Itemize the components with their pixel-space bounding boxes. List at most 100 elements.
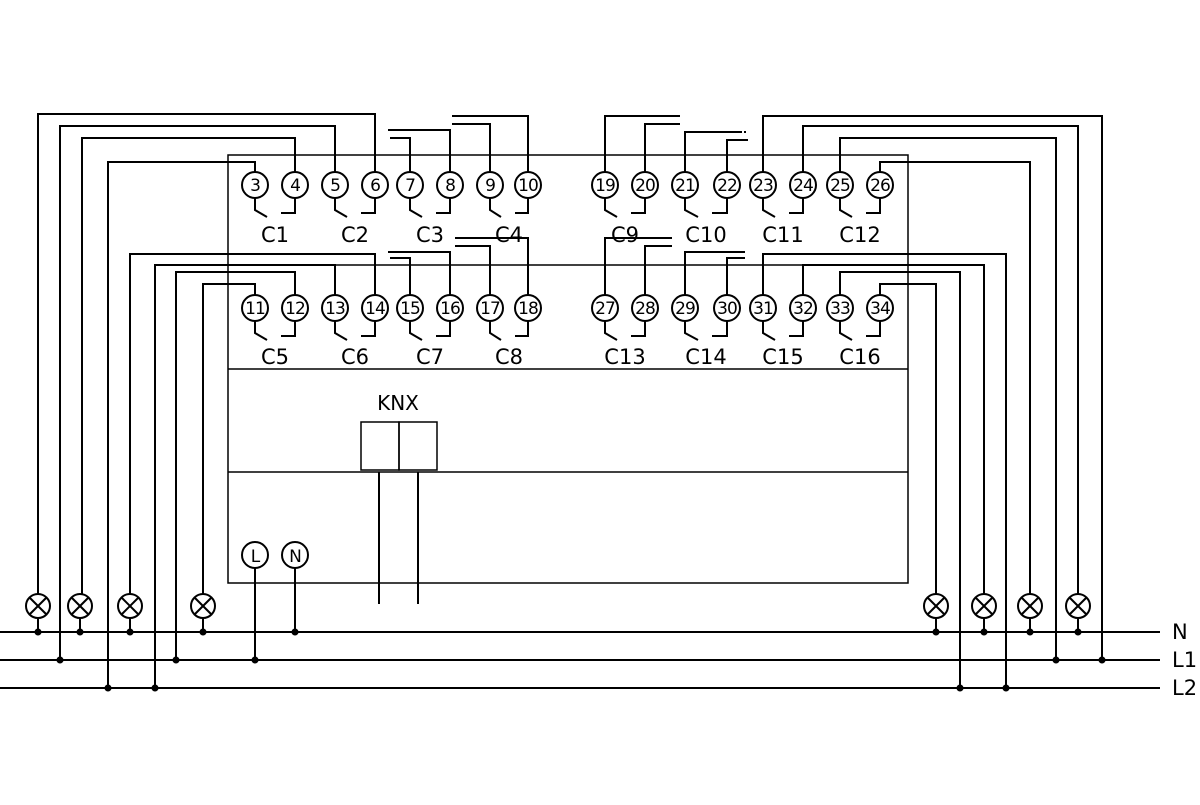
terminal-15: 15 — [396, 294, 424, 322]
terminal-25: 25 — [826, 171, 854, 199]
supply-terminal-label: L — [251, 547, 261, 567]
terminal-label: 33 — [830, 299, 850, 319]
terminal-label: 21 — [675, 176, 695, 196]
contact-fixed — [361, 198, 376, 214]
contact-fixed — [281, 198, 296, 214]
wire-t33 — [839, 271, 961, 688]
contact-switch — [604, 198, 618, 218]
channel-label: C6 — [341, 345, 369, 369]
channel-label: C16 — [839, 345, 880, 369]
terminal-label: 10 — [518, 176, 538, 196]
contact-switch — [684, 321, 699, 341]
wire-t6 — [37, 113, 376, 594]
terminal-label: 25 — [830, 176, 850, 196]
bus-label-l2: L2 — [1172, 676, 1197, 700]
lamp-icon — [1017, 593, 1043, 619]
channel-label: C3 — [416, 223, 444, 247]
wire-t3 — [107, 161, 256, 688]
channel-label: C5 — [261, 345, 289, 369]
terminal-6: 6 — [361, 171, 389, 199]
lamp-icon — [190, 593, 216, 619]
contact-switch — [334, 321, 348, 341]
lamps — [25, 593, 1091, 619]
junction-dot — [1074, 628, 1082, 636]
terminal-32: 32 — [789, 294, 817, 322]
contact-fixed — [436, 198, 451, 214]
contact-fixed — [712, 321, 728, 337]
wire-t7 — [390, 137, 411, 172]
junction-dot — [151, 684, 159, 692]
device-housing — [227, 154, 909, 584]
contact-fixed — [361, 321, 376, 337]
lamp-icon — [25, 593, 51, 619]
lamp-icon — [923, 593, 949, 619]
wire-t27 — [604, 237, 672, 295]
terminal-4: 4 — [281, 171, 309, 199]
channel-label: C2 — [341, 223, 369, 247]
terminal-label: 29 — [675, 299, 695, 319]
terminal-27: 27 — [591, 294, 619, 322]
wire-t11 — [202, 283, 256, 594]
terminal-label: 13 — [325, 299, 345, 319]
contact-fixed — [631, 198, 646, 214]
contact-switch — [334, 198, 348, 218]
terminal-label: 30 — [717, 299, 737, 319]
contact-switch — [489, 321, 502, 341]
terminal-11: 11 — [241, 294, 269, 322]
terminal-label: 11 — [245, 299, 265, 319]
terminal-label: 23 — [753, 176, 773, 196]
wire-t8 — [388, 129, 451, 172]
wire-t26 — [879, 161, 1031, 594]
terminal-10: 10 — [514, 171, 542, 199]
terminal-12: 12 — [281, 294, 309, 322]
contact-switch — [762, 198, 776, 218]
wire-t31 — [762, 253, 1007, 688]
terminal-21: 21 — [671, 171, 699, 199]
junction-dot — [172, 656, 180, 664]
junction-dot — [980, 628, 988, 636]
terminal-label: 14 — [365, 299, 385, 319]
terminal-label: 18 — [518, 299, 538, 319]
terminal-22: 22 — [713, 171, 741, 199]
terminal-label: 27 — [595, 299, 615, 319]
terminal-17: 17 — [476, 294, 504, 322]
lamp-icon — [1065, 593, 1091, 619]
terminal-label: 24 — [793, 176, 813, 196]
terminal-24: 24 — [789, 171, 817, 199]
supply-terminal-N: N — [281, 541, 309, 569]
channel-label: C11 — [762, 223, 803, 247]
terminal-label: 7 — [405, 176, 415, 196]
terminal-5: 5 — [321, 171, 349, 199]
terminal-label: 8 — [445, 176, 455, 196]
knx-connector: KNX — [360, 391, 438, 604]
terminal-19: 19 — [591, 171, 619, 199]
terminal-28: 28 — [631, 294, 659, 322]
contact-switch — [254, 321, 268, 341]
terminal-label: 26 — [870, 176, 890, 196]
contact-fixed — [515, 198, 529, 214]
channel-label: C4 — [495, 223, 523, 247]
terminal-label: 9 — [485, 176, 495, 196]
lamp-icon — [971, 593, 997, 619]
bus-label-l1: L1 — [1172, 648, 1197, 672]
terminal-label: 19 — [595, 176, 615, 196]
wire-t21 — [684, 131, 742, 172]
contact-fixed — [515, 321, 529, 337]
wire-t34 — [879, 283, 937, 594]
junction-dot — [126, 628, 134, 636]
junction-dot — [199, 628, 207, 636]
junction-dot — [1026, 628, 1034, 636]
channel-label: C8 — [495, 345, 523, 369]
terminal-30: 30 — [713, 294, 741, 322]
contact-fixed — [631, 321, 646, 337]
junction-dot — [956, 684, 964, 692]
wire-t28 — [644, 245, 672, 295]
terminal-3: 3 — [241, 171, 269, 199]
terminal-label: 32 — [793, 299, 813, 319]
wire-t9 — [452, 123, 491, 172]
wire-t19 — [604, 115, 680, 172]
terminal-label: 28 — [635, 299, 655, 319]
terminal-13: 13 — [321, 294, 349, 322]
